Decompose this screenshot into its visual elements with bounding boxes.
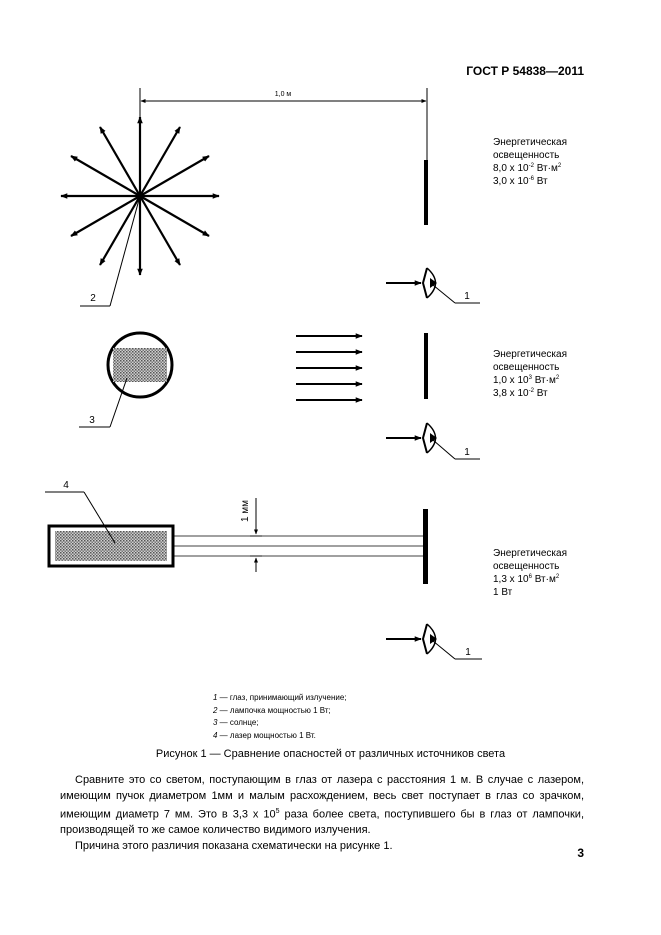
panel-1-text: Энергетическая освещенность 8,0 x 10-2 В… xyxy=(493,137,570,187)
sun-rays xyxy=(296,333,363,403)
callout-bulb: 2 xyxy=(80,195,141,307)
callout-eye-3: 1 xyxy=(432,640,482,660)
screen-2 xyxy=(424,333,428,399)
page-number: 3 xyxy=(577,846,584,860)
eye-3 xyxy=(386,623,437,655)
svg-text:1: 1 xyxy=(465,647,471,658)
figure-caption: Рисунок 1 — Сравнение опасностей от разл… xyxy=(155,748,506,760)
callout-sun: 3 xyxy=(79,377,128,428)
standard-id: ГОСТ Р 54838—2011 xyxy=(466,64,584,78)
figure-1: 1,0 м 2 1 Энергетическая освещенность xyxy=(45,88,570,660)
svg-text:4: 4 xyxy=(63,480,69,491)
legend-item: 1 — глаз, принимающий излучение; xyxy=(213,693,347,702)
distance-label: 1,0 м xyxy=(275,91,292,98)
svg-text:1: 1 xyxy=(464,291,470,302)
screen-1 xyxy=(424,160,428,225)
svg-text:3: 3 xyxy=(89,415,95,426)
distance-dimension: 1,0 м xyxy=(139,88,428,196)
eye-2 xyxy=(386,422,437,454)
paragraph-1: Сравните это со светом, поступающим в гл… xyxy=(60,774,585,837)
legend-item: 2 — лампочка мощностью 1 Вт; xyxy=(213,705,331,715)
callout-eye-2: 1 xyxy=(432,439,480,460)
paragraph-2: Причина этого различия показана схематич… xyxy=(75,840,393,853)
svg-text:1: 1 xyxy=(464,447,470,458)
screen-3 xyxy=(423,509,428,584)
panel-2-text: Энергетическая освещенность 1,0 x 103 Вт… xyxy=(493,349,570,399)
sun xyxy=(106,331,174,399)
legend-item: 3 — солнце; xyxy=(213,718,259,727)
laser-beam xyxy=(173,535,424,557)
laser xyxy=(47,524,175,568)
beam-width-label: 1 мм xyxy=(240,500,251,522)
legend-item: 4 — лазер мощностью 1 Вт. xyxy=(213,730,316,740)
panel-3-text: Энергетическая освещенность 1,3 x 106 Вт… xyxy=(493,548,570,598)
callout-laser: 4 xyxy=(45,480,116,544)
bulb-rays xyxy=(60,116,220,276)
callout-eye-1: 1 xyxy=(432,284,480,304)
beam-width-dimension: 1 мм xyxy=(240,498,262,572)
svg-text:2: 2 xyxy=(90,293,96,304)
eye-1 xyxy=(386,267,437,299)
body-text: Сравните это со светом, поступающим в гл… xyxy=(60,773,584,855)
figure-legend: 1 — глаз, принимающий излучение; 2 — лам… xyxy=(213,692,347,742)
